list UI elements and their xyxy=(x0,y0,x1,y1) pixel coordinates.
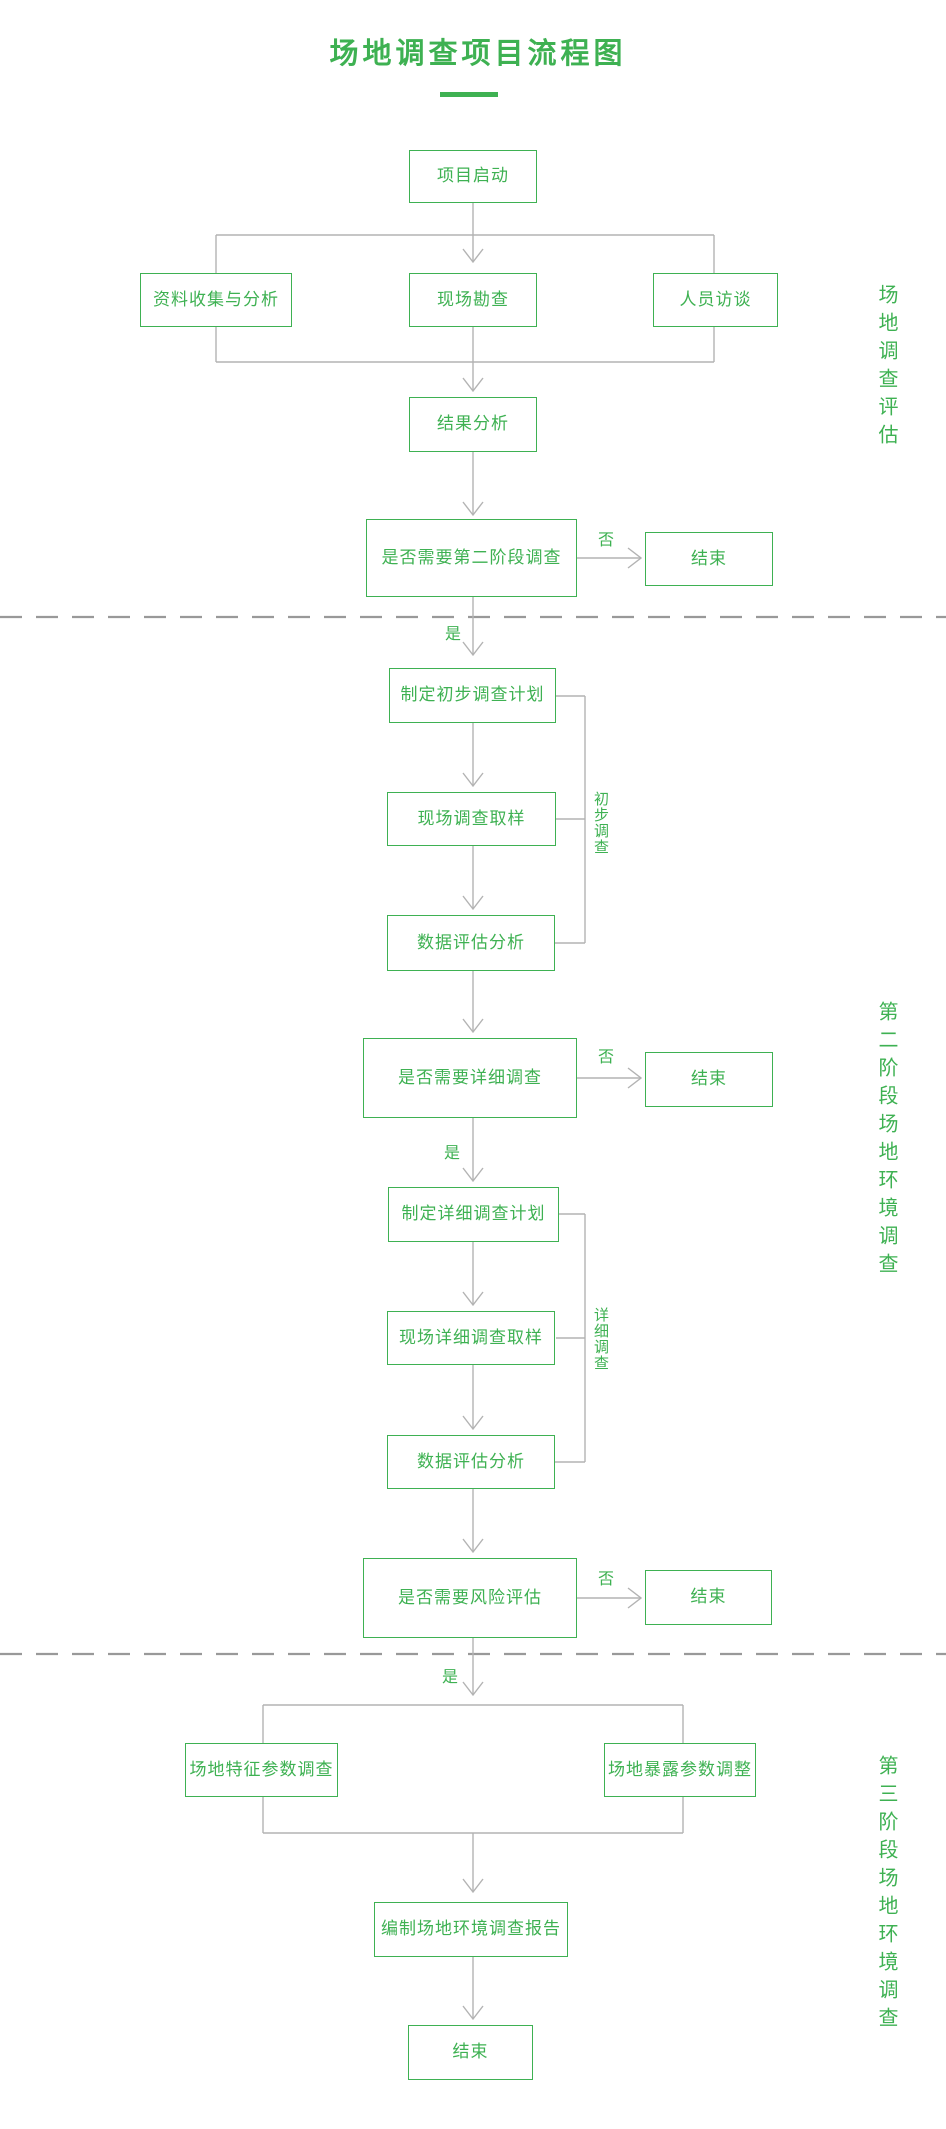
arrowhead-down xyxy=(462,377,484,393)
node-decision-detailed: 是否需要详细调查 xyxy=(363,1038,577,1118)
edge-label-no-1: 否 xyxy=(597,532,614,549)
node-sampling-preliminary: 现场调查取样 xyxy=(387,792,556,846)
stage-label-site-survey-assessment: 场地调查评估 xyxy=(875,284,897,452)
node-site-characteristic-params: 场地特征参数调查 xyxy=(185,1743,338,1797)
flow-connectors xyxy=(215,203,715,2019)
connector-stage3-frame xyxy=(262,1704,684,1892)
node-data-collection: 资料收集与分析 xyxy=(140,273,292,327)
node-plan-preliminary: 制定初步调查计划 xyxy=(389,668,556,723)
edge-label-yes-3: 是 xyxy=(441,1669,458,1686)
arrowhead-down xyxy=(462,641,484,657)
arrowhead-down xyxy=(462,1415,484,1431)
arrowhead-down xyxy=(462,501,484,517)
node-site-exposure-params: 场地暴露参数调整 xyxy=(604,1743,756,1797)
stage-label-phase2-site-environment-survey: 第二阶段场地环境调查 xyxy=(875,1001,897,1281)
node-compile-report: 编制场地环境调查报告 xyxy=(374,1902,568,1957)
arrowhead-right xyxy=(627,1067,643,1089)
arrowhead-down xyxy=(462,1291,484,1307)
bracket-label-detailed-survey: 详细调查 xyxy=(592,1307,609,1371)
node-end-final: 结束 xyxy=(408,2025,533,2080)
node-decision-risk: 是否需要风险评估 xyxy=(363,1558,577,1638)
arrowhead-down xyxy=(462,248,484,264)
arrowhead-down xyxy=(462,772,484,788)
brackets xyxy=(555,695,586,1463)
node-end-2: 结束 xyxy=(645,1052,773,1107)
arrowhead-down xyxy=(462,1681,484,1697)
arrowheads xyxy=(462,248,643,2021)
node-data-eval-1: 数据评估分析 xyxy=(387,915,555,971)
node-result-analysis: 结果分析 xyxy=(409,397,537,452)
arrowhead-down xyxy=(462,1538,484,1554)
title-underline xyxy=(440,92,498,97)
bracket-preliminary xyxy=(555,695,586,944)
arrowhead-down xyxy=(462,1167,484,1183)
page-title: 场地调查项目流程图 xyxy=(329,38,627,70)
node-sampling-detailed: 现场详细调查取样 xyxy=(387,1311,555,1365)
node-end-3: 结束 xyxy=(645,1570,772,1625)
stage-label-phase3-site-environment-survey: 第三阶段场地环境调查 xyxy=(875,1755,897,2035)
edge-label-yes-1: 是 xyxy=(444,626,461,643)
node-data-eval-2: 数据评估分析 xyxy=(387,1435,555,1489)
connector-start-split xyxy=(215,203,715,273)
bracket-label-preliminary-survey: 初步调查 xyxy=(592,791,609,855)
arrowhead-down xyxy=(462,1878,484,1894)
arrowhead-right xyxy=(627,1587,643,1609)
node-personnel-interview: 人员访谈 xyxy=(653,273,778,327)
node-end-1: 结束 xyxy=(645,532,773,586)
edge-label-yes-2: 是 xyxy=(443,1145,460,1162)
bracket-detailed xyxy=(555,1213,586,1463)
node-plan-detailed: 制定详细调查计划 xyxy=(388,1187,559,1242)
node-project-start: 项目启动 xyxy=(409,150,537,203)
arrowhead-down xyxy=(462,1018,484,1034)
arrowhead-down xyxy=(462,2005,484,2021)
edge-label-no-3: 否 xyxy=(597,1571,614,1588)
node-site-survey: 现场勘查 xyxy=(409,273,537,327)
edge-label-no-2: 否 xyxy=(597,1049,614,1066)
node-decision-phase2: 是否需要第二阶段调查 xyxy=(366,519,577,597)
arrowhead-down xyxy=(462,895,484,911)
arrowhead-right xyxy=(627,547,643,569)
connector-row1-merge xyxy=(215,327,715,391)
